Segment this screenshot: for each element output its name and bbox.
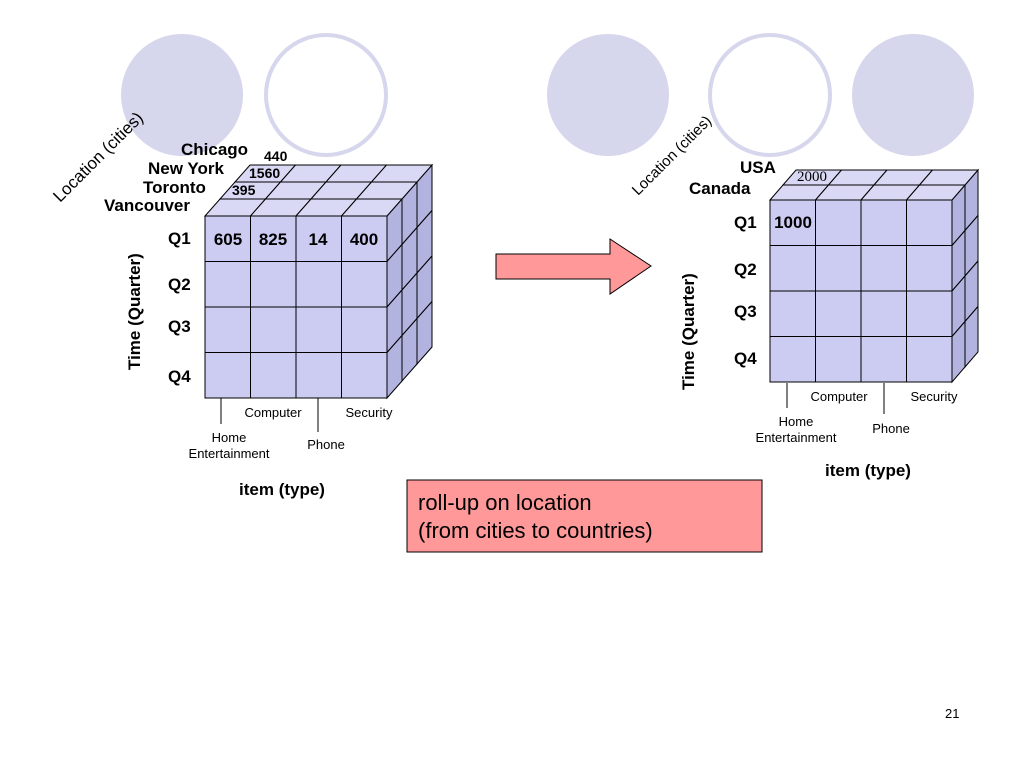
left-quarter-label: Q3: [168, 317, 191, 336]
cube-front-cell: [250, 261, 297, 308]
callout-line-2: (from cities to countries): [418, 518, 653, 543]
page-number: 21: [945, 706, 959, 721]
cube-front-cell: [341, 306, 388, 353]
callout-line-1: roll-up on location: [418, 490, 592, 515]
decorative-circle: [852, 34, 974, 156]
right-quarter-label: Q2: [734, 260, 757, 279]
country-label-canada: Canada: [689, 179, 751, 198]
cube-top-cell: [370, 164, 434, 183]
cube-front-cell: [860, 290, 907, 337]
cube-front-cell: [295, 352, 342, 399]
right-quarter-label: Q4: [734, 349, 757, 368]
country-value-usa: 2000: [797, 169, 827, 185]
cube-front-cell: [860, 336, 907, 383]
cube-front-cell: [295, 261, 342, 308]
item-label-security: Security: [346, 405, 393, 420]
cube-front-cell: [815, 290, 862, 337]
cube-front-cell: [860, 199, 907, 246]
left-quarter-label: Q1: [168, 229, 191, 248]
cube-side-cell: [964, 305, 979, 369]
cube-front-cell: [815, 336, 862, 383]
cube-front-cell: [769, 290, 816, 337]
decorative-circle: [264, 33, 388, 157]
cube-front-cell: [204, 261, 251, 308]
decorative-circle: [547, 34, 669, 156]
cube-front-cell: [250, 352, 297, 399]
cube-front-cell: [815, 199, 862, 246]
left-location-axis-label: Location (cities): [49, 108, 147, 206]
left-data-cube: [203, 163, 434, 400]
city-value-new-york: 1560: [249, 165, 280, 181]
left-quarter-label: Q4: [168, 367, 191, 386]
cube-front-cell: [906, 290, 953, 337]
left-time-axis-label: Time (Quarter): [125, 253, 144, 370]
decorative-circle: [708, 33, 832, 157]
cube-front-cell: [769, 245, 816, 292]
city-label-toronto: Toronto: [143, 178, 206, 197]
roll-up-callout: roll-up on location (from cities to coun…: [406, 479, 763, 553]
cube-front-cell: [341, 215, 388, 262]
city-label-vancouver: Vancouver: [104, 196, 190, 215]
cube-top-cell: [918, 169, 980, 186]
decorative-circles: [121, 33, 974, 157]
roll-up-arrow: [495, 238, 652, 295]
q1-cell-value: 14: [309, 230, 328, 249]
left-item-axis-label: item (type): [239, 480, 325, 499]
cube-side-cell: [416, 300, 433, 366]
decorative-circle: [121, 34, 243, 156]
city-value-toronto: 395: [232, 182, 256, 198]
right-quarter-label: Q1: [734, 213, 757, 232]
city-value-chicago: 440: [264, 148, 288, 164]
city-label-new-york: New York: [148, 159, 224, 178]
cube-front-cell: [295, 306, 342, 353]
q1-cell-value: 825: [259, 230, 287, 249]
item-label-computer: Computer: [244, 405, 302, 420]
cube-front-cell: [341, 352, 388, 399]
q1-cell-value: 605: [214, 230, 242, 249]
cube-front-cell: [250, 306, 297, 353]
right-item-axis-label: item (type): [825, 461, 911, 480]
item-label-phone: Phone: [307, 437, 345, 452]
right-q1-cell-value: 1000: [774, 213, 812, 232]
right-time-axis-label: Time (Quarter): [679, 273, 698, 390]
country-label-usa: USA: [740, 158, 776, 177]
item-label-security: Security: [911, 389, 958, 404]
right-cube-labels: Location (cities) Time (Quarter) USA Can…: [629, 113, 958, 480]
cube-front-cell: [815, 245, 862, 292]
q1-cell-value: 400: [350, 230, 378, 249]
item-label-computer: Computer: [810, 389, 868, 404]
item-label-phone: Phone: [872, 421, 910, 436]
cube-front-cell: [341, 261, 388, 308]
right-data-cube: [768, 168, 980, 384]
right-quarter-label: Q3: [734, 302, 757, 321]
city-label-chicago: Chicago: [181, 140, 248, 159]
cube-front-cell: [906, 245, 953, 292]
cube-front-cell: [906, 336, 953, 383]
callout-box: [406, 479, 763, 553]
cube-front-cell: [906, 199, 953, 246]
left-quarter-label: Q2: [168, 275, 191, 294]
cube-front-cell: [860, 245, 907, 292]
cube-front-cell: [204, 352, 251, 399]
cube-front-cell: [204, 306, 251, 353]
cube-front-cell: [769, 336, 816, 383]
